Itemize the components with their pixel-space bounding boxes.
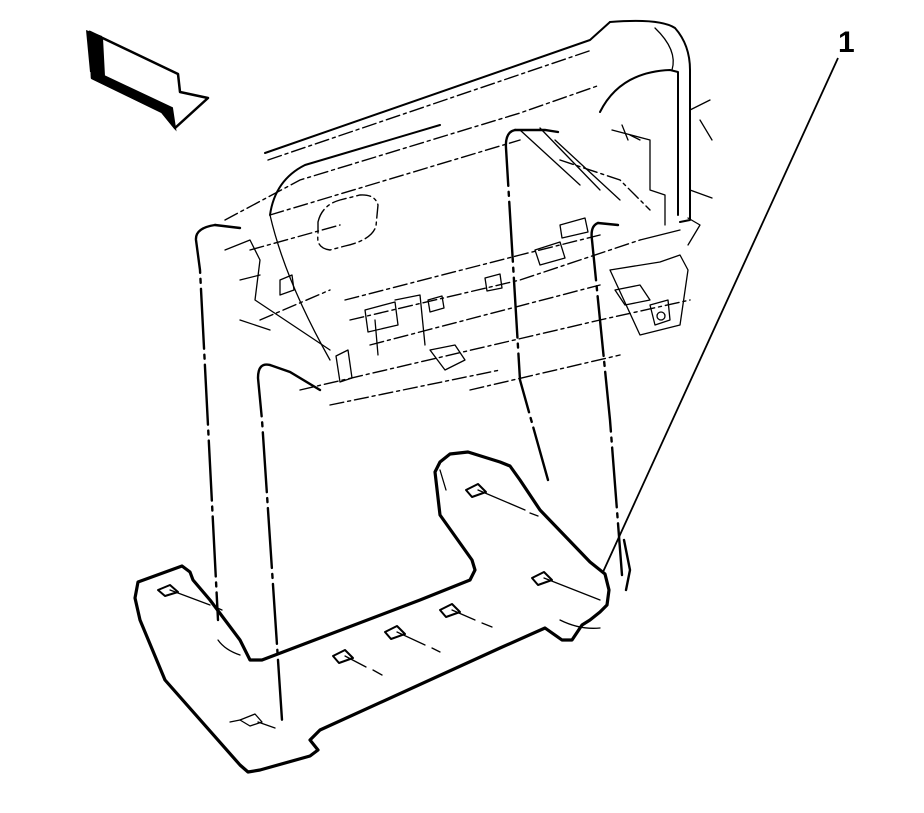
fastener-clip-icon — [531, 571, 601, 601]
fastener-clip-icon — [465, 483, 539, 517]
fastener-clip-icon — [384, 625, 441, 653]
panel-part-1 — [133, 450, 611, 774]
fastener-clip-icon — [157, 584, 223, 611]
fastener-clip-icon — [439, 603, 493, 628]
panel-phantom-outline — [194, 128, 632, 722]
callout-label-1: 1 — [838, 26, 855, 59]
fastener-clip-icon — [229, 713, 276, 729]
fastener-clip-icon — [332, 649, 383, 676]
view-direction-arrow-icon — [86, 30, 210, 132]
callout-1-leader-line — [602, 57, 839, 573]
instrument-panel-assembly — [224, 19, 713, 406]
